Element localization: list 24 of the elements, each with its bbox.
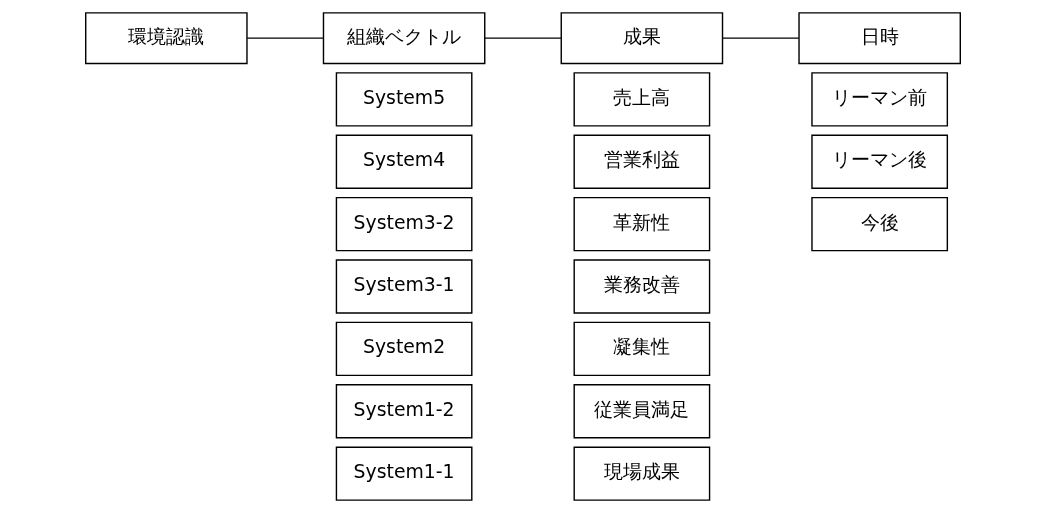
- node-box: System2: [335, 321, 473, 377]
- node-box: 成果: [560, 12, 724, 65]
- node-box: System1-2: [335, 384, 473, 439]
- node-box: 凝集性: [573, 321, 711, 377]
- node-box: 売上高: [573, 72, 711, 127]
- node-box: 革新性: [573, 196, 711, 252]
- node-box: System3-1: [335, 259, 473, 314]
- connector: [246, 37, 324, 39]
- node-box: 環境認識: [85, 12, 248, 65]
- node-box: リーマン後: [811, 134, 949, 189]
- connector: [484, 37, 562, 39]
- node-box: 業務改善: [573, 259, 711, 314]
- node-box: 組織ベクトル: [322, 12, 486, 65]
- connector: [722, 37, 800, 39]
- node-box: System3-2: [335, 196, 473, 252]
- node-box: 現場成果: [573, 446, 711, 501]
- node-box: 今後: [811, 196, 949, 252]
- node-box: 日時: [798, 12, 961, 65]
- node-box: System5: [335, 72, 473, 127]
- node-box: System4: [335, 134, 473, 189]
- node-box: System1-1: [335, 446, 473, 501]
- node-box: リーマン前: [811, 72, 949, 127]
- node-box: 従業員満足: [573, 384, 711, 439]
- node-box: 営業利益: [573, 134, 711, 189]
